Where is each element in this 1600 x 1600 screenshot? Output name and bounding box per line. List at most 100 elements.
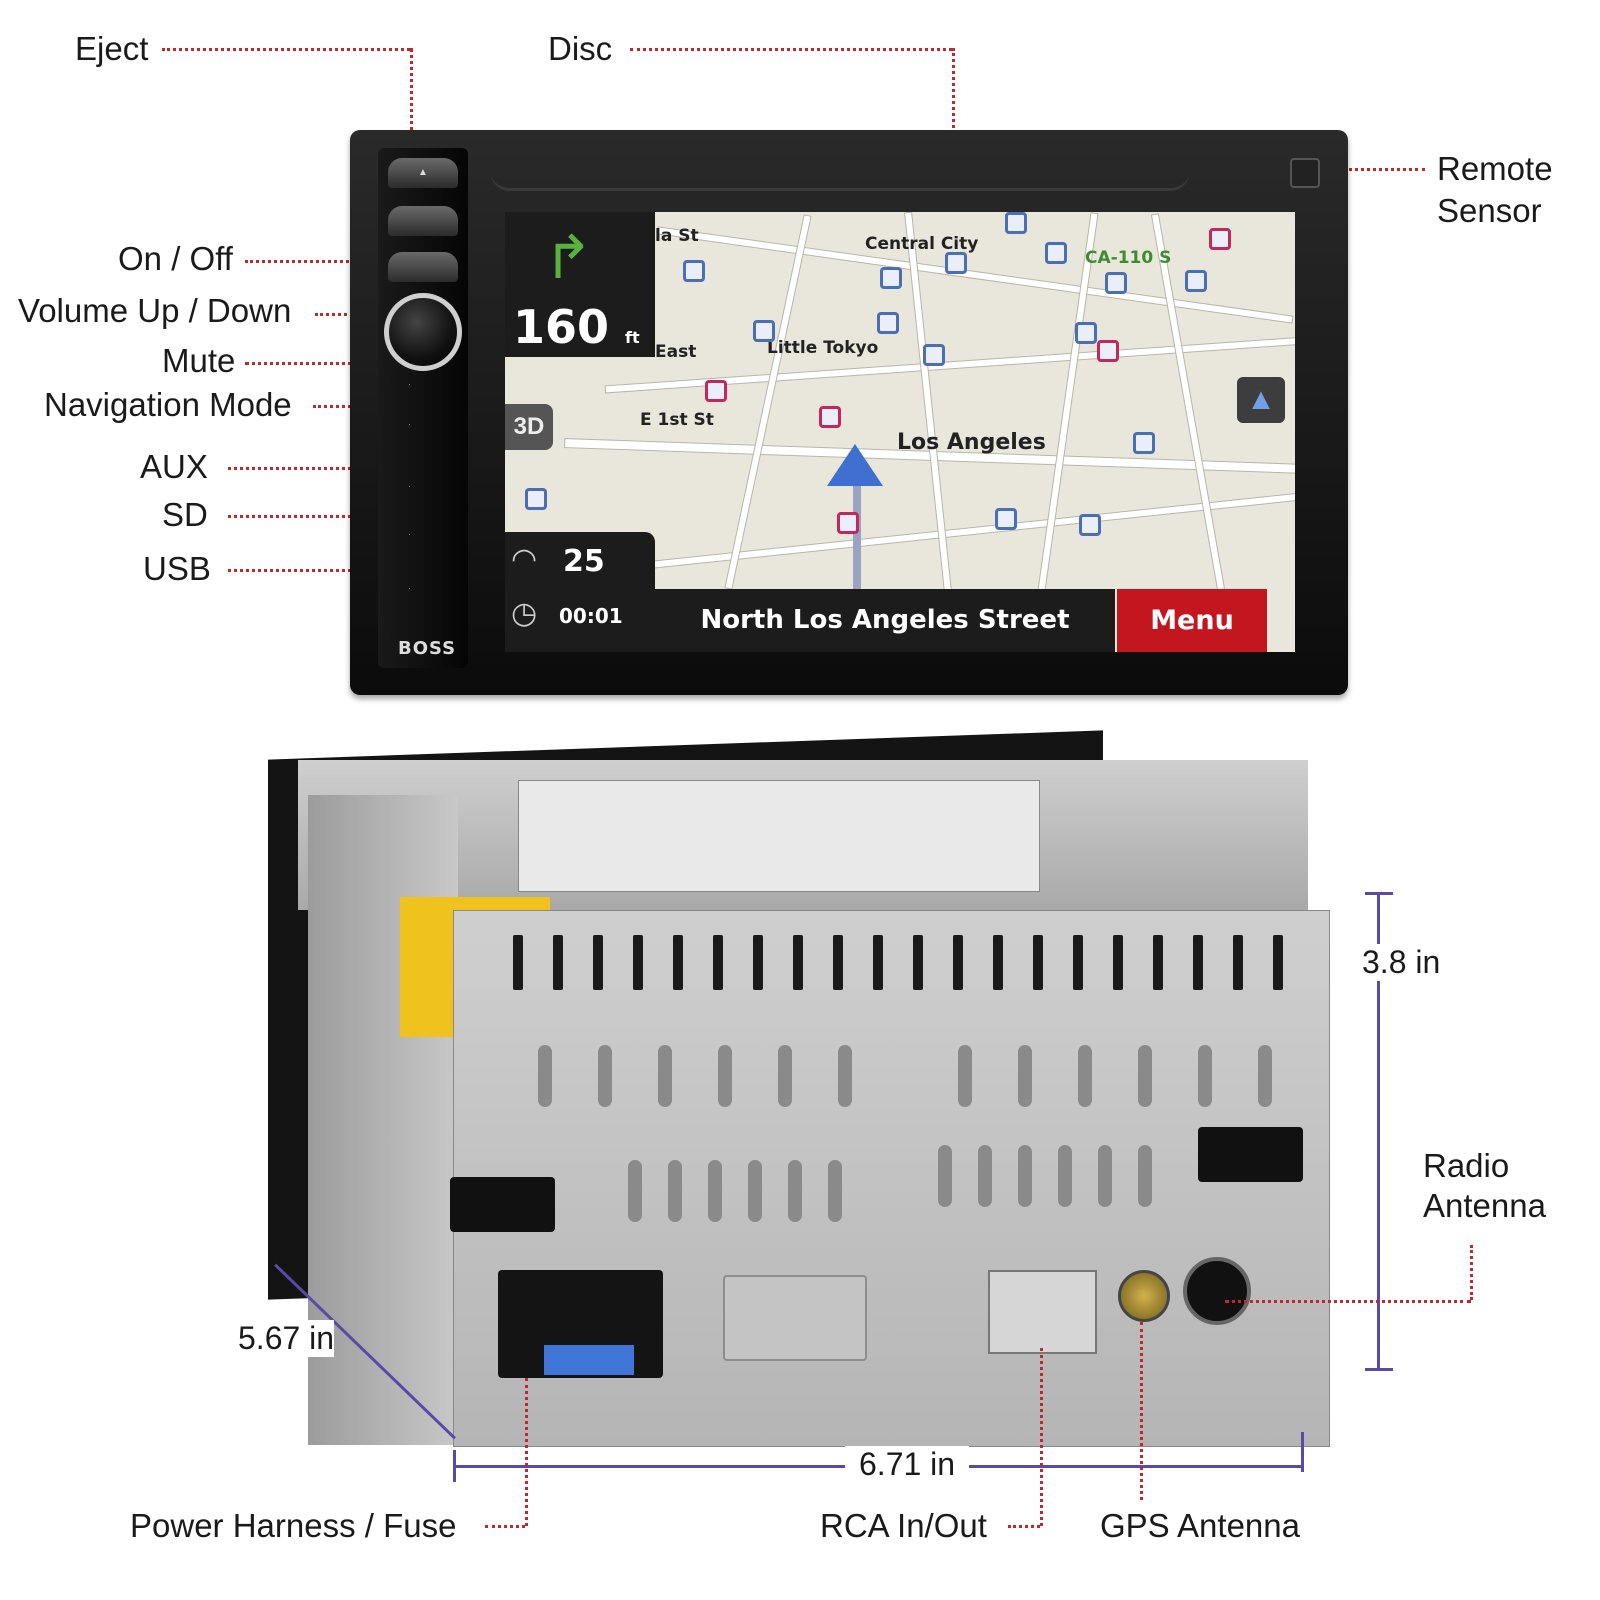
mode-button[interactable]	[388, 206, 458, 236]
map-label-highway: CA-110 S	[1085, 248, 1172, 268]
radio-antenna-leader-drop	[1470, 1245, 1473, 1300]
poi-icon[interactable]	[525, 488, 547, 510]
power-harness-label: Power Harness / Fuse	[130, 1507, 457, 1544]
eject-leader-drop	[410, 48, 413, 168]
poi-icon[interactable]	[1045, 242, 1067, 264]
map-label-east: East	[655, 342, 697, 362]
panel-slot	[1138, 1045, 1152, 1107]
vent-slot	[713, 935, 723, 990]
vent-slot	[1233, 935, 1243, 990]
power-button[interactable]	[388, 252, 458, 282]
width-dimension-label: 6.71 in	[845, 1446, 970, 1483]
poi-icon[interactable]	[1185, 270, 1207, 292]
panel-slot	[1018, 1045, 1032, 1107]
panel-slot	[938, 1145, 952, 1207]
vent-slot	[633, 935, 643, 990]
poi-icon[interactable]	[1079, 514, 1101, 536]
panel-slot	[778, 1045, 792, 1107]
poi-icon[interactable]	[837, 512, 859, 534]
gps-antenna-leader-rise	[1140, 1322, 1143, 1500]
usb-port[interactable]: ·	[408, 584, 411, 593]
panel-slot	[1078, 1045, 1092, 1107]
compass-icon[interactable]: ▲	[1237, 377, 1285, 423]
clock-icon: ◷	[511, 597, 538, 630]
poi-icon[interactable]	[995, 508, 1017, 530]
panel-slot	[708, 1160, 722, 1222]
map-label-central-city: Central City	[865, 234, 979, 254]
rca-label: RCA In/Out	[820, 1507, 987, 1544]
panel-slot	[628, 1160, 642, 1222]
vent-slot	[993, 935, 1003, 990]
poi-icon[interactable]	[880, 267, 902, 289]
mute-label: Mute	[162, 342, 236, 379]
radio-antenna-label-line2: Antenna	[1423, 1187, 1546, 1224]
panel-slot	[1198, 1045, 1212, 1107]
fuse[interactable]	[544, 1345, 634, 1375]
poi-icon[interactable]	[877, 312, 899, 334]
panel-slot	[748, 1160, 762, 1222]
gps-antenna-label: GPS Antenna	[1100, 1507, 1300, 1544]
radio-antenna-leader	[1225, 1300, 1471, 1303]
poi-icon[interactable]	[945, 252, 967, 274]
map-label-los-angeles: Los Angeles	[897, 430, 1046, 455]
eject-button[interactable]: ▲	[388, 158, 458, 188]
poi-icon[interactable]	[683, 260, 705, 282]
current-street: North Los Angeles Street	[655, 589, 1115, 652]
panel-slot	[788, 1160, 802, 1222]
poi-icon[interactable]	[923, 344, 945, 366]
poi-icon[interactable]	[1105, 272, 1127, 294]
head-unit-front: ▲ · · · · · BOSS la St Central City CA-1…	[350, 130, 1348, 695]
panel-slot	[1018, 1145, 1032, 1207]
navigation-screen[interactable]: la St Central City CA-110 S East Little …	[505, 212, 1295, 652]
view-3d-button[interactable]: 3D	[505, 404, 553, 450]
aux-port[interactable]: ·	[408, 482, 411, 491]
depth-dimension-label: 5.67 in	[238, 1320, 335, 1357]
rca-leader-rise	[1040, 1348, 1043, 1526]
disc-leader	[630, 48, 952, 51]
poi-icon[interactable]	[705, 380, 727, 402]
vent-slot	[873, 935, 883, 990]
menu-button[interactable]: Menu	[1117, 589, 1267, 652]
usb-label: USB	[143, 550, 211, 587]
poi-icon[interactable]	[1097, 340, 1119, 362]
mounting-tab-right	[1198, 1127, 1303, 1182]
poi-icon[interactable]	[819, 406, 841, 428]
volume-leader	[315, 313, 365, 316]
volume-knob[interactable]	[384, 293, 462, 371]
height-dimension-cap-top	[1365, 892, 1393, 895]
vent-slot	[953, 935, 963, 990]
distance-unit: ft	[625, 328, 640, 347]
panel-slot	[598, 1045, 612, 1107]
poi-icon[interactable]	[1075, 322, 1097, 344]
sd-slot[interactable]: ·	[408, 530, 411, 539]
poi-icon[interactable]	[1005, 212, 1027, 234]
power-harness-leader	[485, 1525, 525, 1528]
height-dimension-cap-bottom	[1365, 1368, 1393, 1371]
route-line	[853, 486, 861, 606]
on-off-leader	[245, 260, 403, 263]
on-off-label: On / Off	[118, 240, 233, 277]
rca-connector[interactable]	[988, 1270, 1097, 1354]
height-dimension-label: 3.8 in	[1362, 944, 1441, 981]
map-road	[566, 493, 1295, 577]
gps-antenna-port[interactable]	[1118, 1270, 1170, 1322]
brand-logo: BOSS	[398, 638, 457, 659]
poi-icon[interactable]	[1133, 432, 1155, 454]
disc-slot[interactable]	[490, 152, 1190, 191]
usb-leader	[228, 569, 393, 572]
panel-slot	[718, 1045, 732, 1107]
vent-slot	[1113, 935, 1123, 990]
aux-leader	[228, 467, 393, 470]
poi-icon[interactable]	[753, 320, 775, 342]
panel-slot	[978, 1145, 992, 1207]
eject-label: Eject	[75, 30, 149, 67]
navigation-mode-button[interactable]: ·	[408, 420, 411, 429]
panel-slot	[668, 1160, 682, 1222]
mute-button[interactable]: ·	[408, 380, 411, 389]
panel-slot	[1138, 1145, 1152, 1207]
vent-slot	[913, 935, 923, 990]
width-dimension-cap-left	[453, 1450, 456, 1482]
head-unit-chassis	[268, 730, 1330, 1447]
radio-antenna-port[interactable]	[1183, 1257, 1251, 1325]
poi-icon[interactable]	[1209, 228, 1231, 250]
